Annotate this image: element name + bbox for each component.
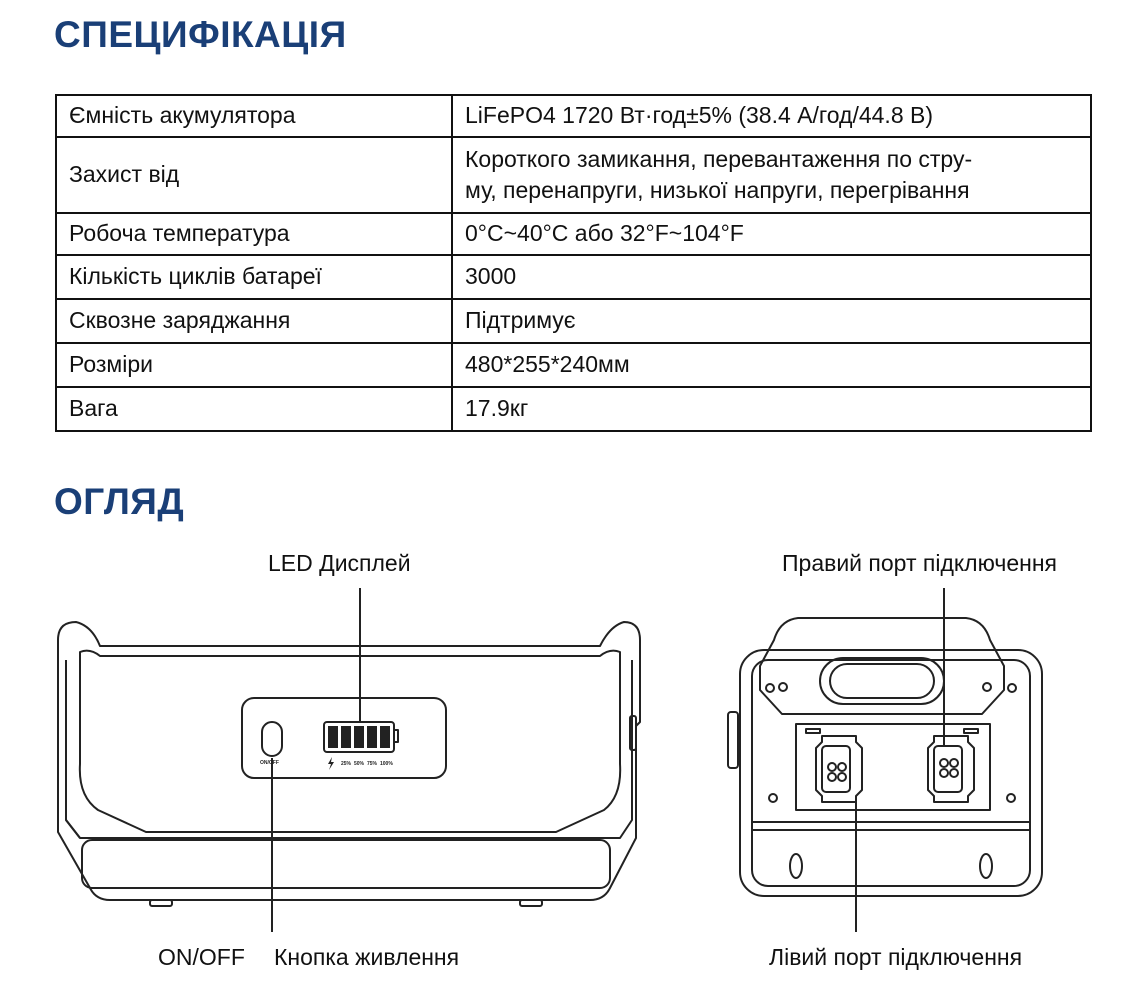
spec-value: LiFePO4 1720 Вт·год±5% (38.4 А/год/44.8 … (451, 94, 1092, 138)
spec-key: Кількість циклів батареї (55, 254, 453, 300)
level-label-25: 25% (341, 761, 352, 767)
level-label-50: 50% (354, 761, 365, 767)
spec-value: Короткого замикання, перевантаження по с… (451, 136, 1092, 214)
spec-value: Підтримує (451, 298, 1092, 344)
spec-heading: СПЕЦИФІКАЦІЯ (54, 14, 347, 55)
power-button-label: Кнопка живлення (274, 944, 460, 970)
right-port-label: Правий порт підключення (782, 550, 1057, 576)
on-off-label: ON/OFF (158, 944, 245, 970)
left-port-label: Лівий порт підключення (769, 944, 1023, 970)
power-button-caption: ON/OFF (260, 760, 279, 766)
spec-value: 3000 (451, 254, 1092, 300)
level-label-100: 100% (380, 761, 393, 767)
spec-key: Захист від (55, 136, 453, 214)
spec-key: Розміри (55, 342, 453, 388)
overview-heading: ОГЛЯД (54, 481, 185, 522)
left-port (815, 735, 863, 803)
right-port (927, 735, 975, 803)
spec-key: Сквозне заряджання (55, 298, 453, 344)
front-view-diagram (57, 588, 945, 932)
lightning-icon (328, 757, 334, 770)
spec-key: Вага (55, 386, 453, 432)
power-button (261, 721, 283, 757)
led-display-label: LED Дисплей (268, 550, 411, 576)
side-view-diagram (727, 617, 1043, 897)
led-segments (328, 726, 390, 748)
spec-value: 17.9кг (451, 386, 1092, 432)
spec-value: 480*255*240мм (451, 342, 1092, 388)
spec-value: 0°C~40°C або 32°F~104°F (451, 212, 1092, 256)
spec-key: Ємність акумулятора (55, 94, 453, 138)
spec-key: Робоча температура (55, 212, 453, 256)
level-label-75: 75% (367, 761, 378, 767)
